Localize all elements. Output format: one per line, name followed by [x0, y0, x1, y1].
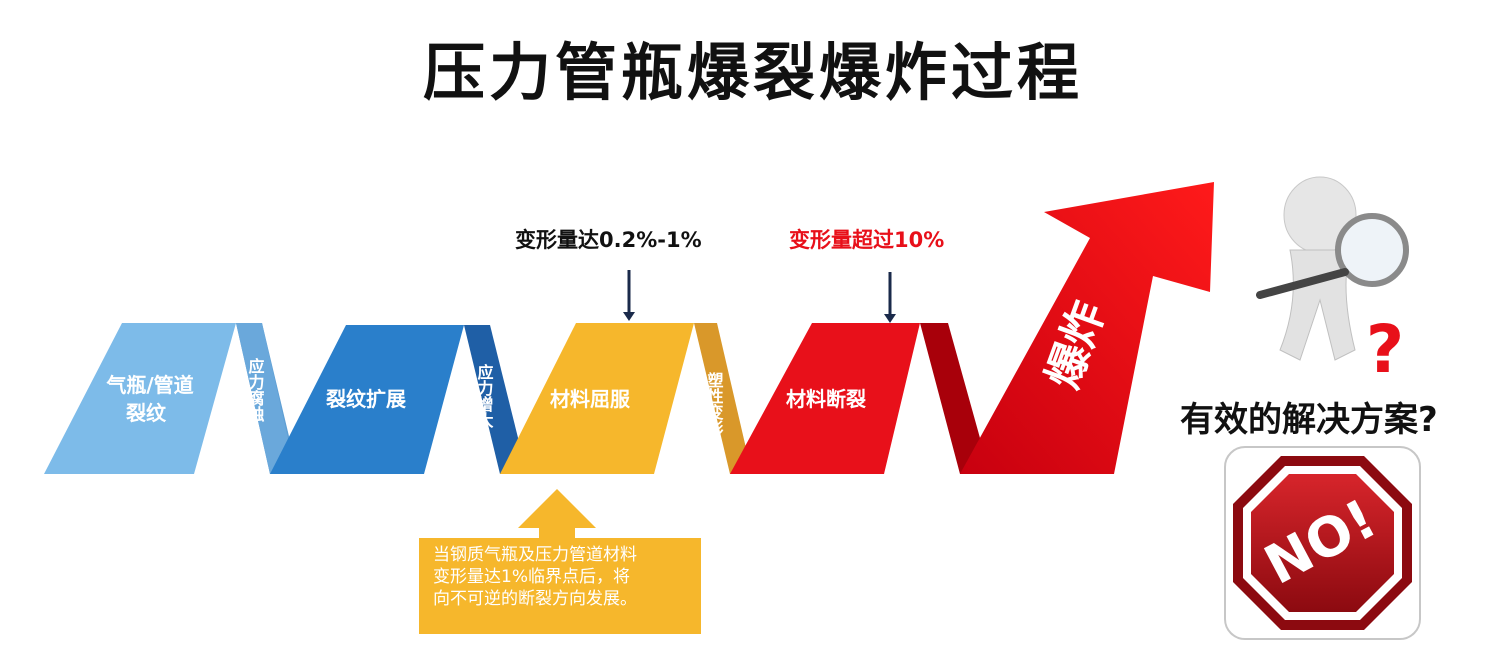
fold-4	[920, 323, 990, 474]
callout-up-arrow	[518, 489, 596, 540]
callout-line-2: 变形量达1%临界点后，将	[433, 567, 630, 587]
magnifier-figure-icon	[1256, 176, 1409, 361]
fold-panel-1	[236, 323, 296, 474]
fold-3	[694, 323, 752, 474]
no-stop-sign-icon: NO!	[1224, 446, 1421, 640]
explosion-arrow	[960, 182, 1214, 474]
stage-label-1b: 裂纹	[126, 401, 167, 425]
stage-panel-1	[44, 323, 236, 474]
fold-label-1: 应力腐蚀	[246, 357, 266, 423]
page-title: 压力管瓶爆裂爆炸过程	[422, 36, 1083, 109]
note-deformation-1: 变形量达0.2%-1%	[515, 228, 702, 252]
stage-panel-4	[730, 323, 920, 474]
note-deformation-2: 变形量超过10%	[789, 228, 945, 252]
callout-line-1: 当钢质气瓶及压力管道材料	[433, 545, 637, 565]
callout-line-3: 向不可逆的断裂方向发展。	[433, 589, 637, 609]
fold-label-3: 塑性变形	[705, 371, 724, 437]
fold-2	[464, 325, 527, 474]
stage-label-2: 裂纹扩展	[326, 387, 406, 411]
question-mark-icon: ?	[1366, 311, 1404, 388]
down-arrow-2	[884, 272, 896, 323]
stage-label-1: 气瓶/管道	[105, 373, 193, 397]
fold-label-2: 应力增大	[475, 363, 494, 429]
stage-label-3: 材料屈服	[550, 387, 631, 411]
down-arrow-1	[623, 270, 635, 321]
callout-box: 当钢质气瓶及压力管道材料 变形量达1%临界点后，将 向不可逆的断裂方向发展。	[419, 538, 701, 634]
solution-question: 有效的解决方案?	[1180, 400, 1438, 440]
stage-panel-2	[270, 325, 464, 474]
stage-label-4: 材料断裂	[786, 387, 866, 411]
stage-panel-3	[500, 323, 694, 474]
